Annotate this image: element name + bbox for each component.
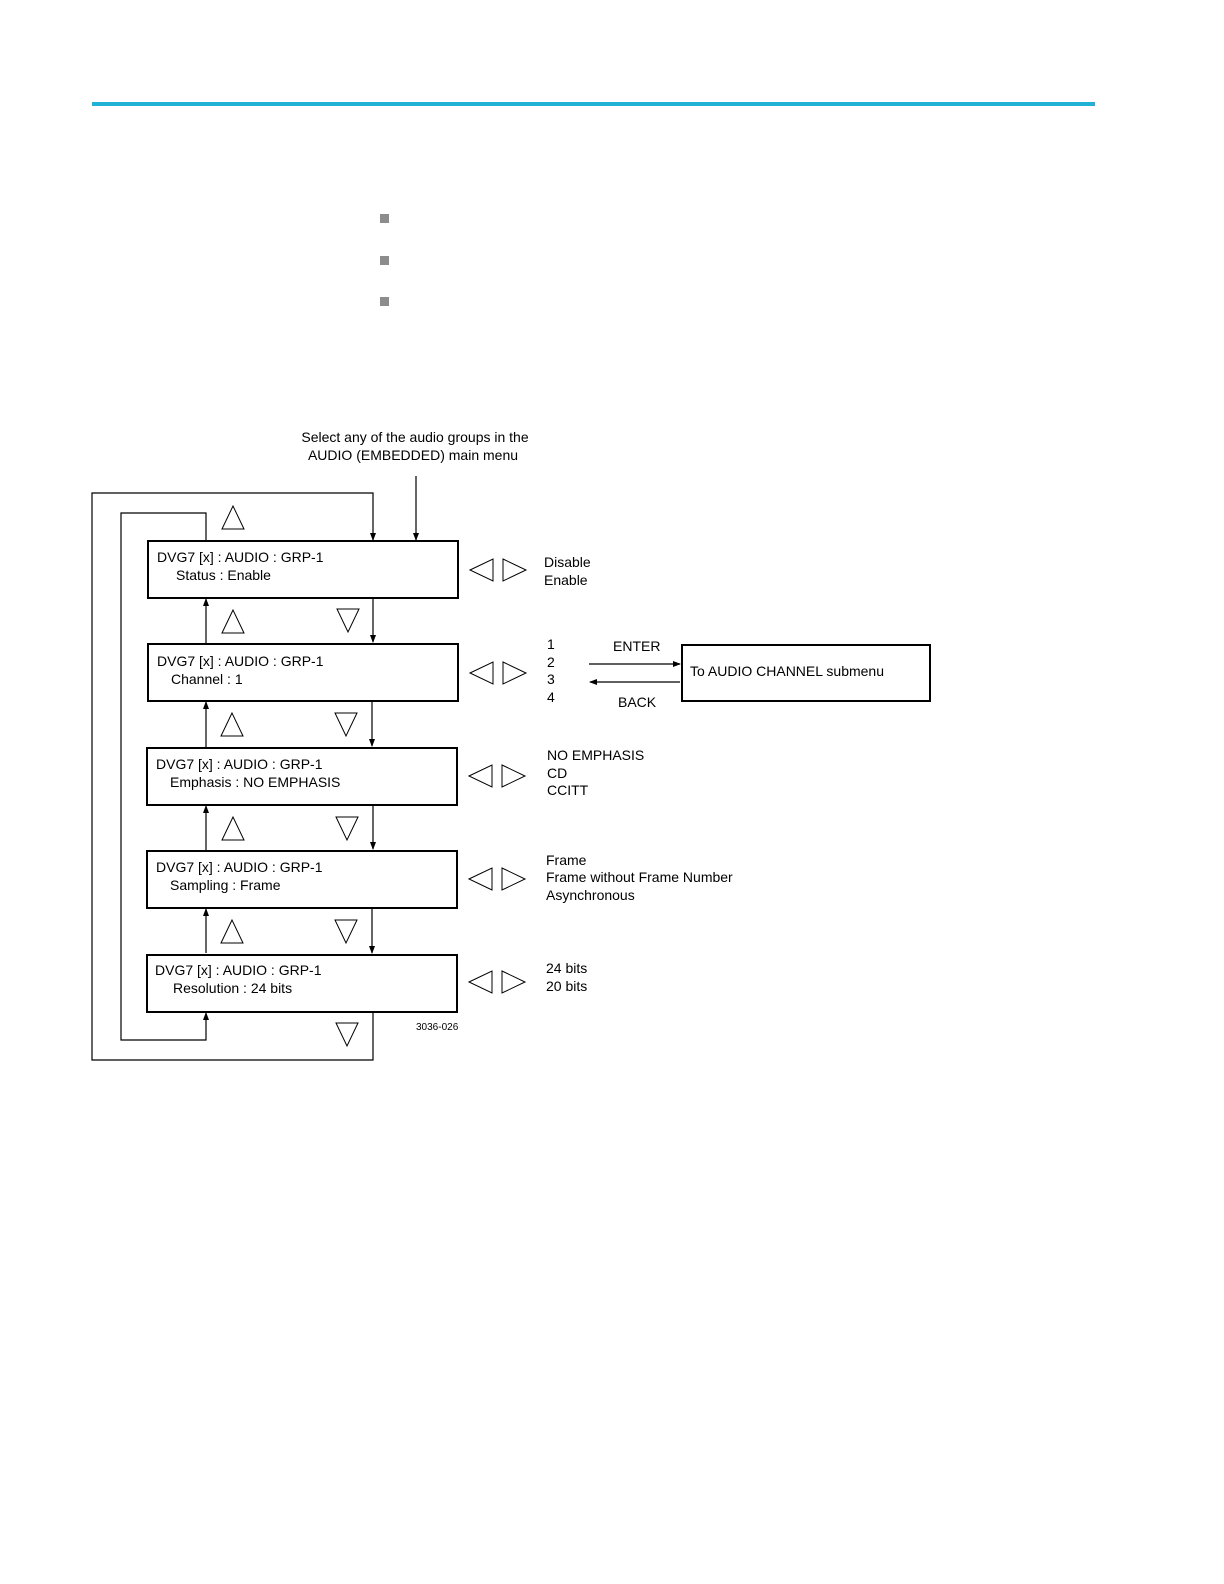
down-triangle-icon [336,608,360,634]
menu-box-emphasis: DVG7 [x] : AUDIO : GRP-1 Emphasis : NO E… [146,747,458,806]
right-triangle-icon [501,764,527,788]
right-triangle-icon [502,661,528,685]
option-label: 24 bits [546,960,587,976]
menu-box-sampling: DVG7 [x] : AUDIO : GRP-1 Sampling : Fram… [146,850,458,909]
option-label: CCITT [547,782,589,798]
up-triangle-icon [220,711,244,737]
left-triangle-icon [468,558,494,582]
option-label: Frame [546,852,587,868]
loop-line-outer [91,492,376,1061]
left-triangle-icon [468,661,494,685]
submenu-box: To AUDIO CHANNEL submenu [681,644,931,702]
right-triangle-icon [501,867,527,891]
option-label: Frame without Frame Number [546,869,733,885]
menu-setting: Channel : 1 [171,671,243,687]
right-triangle-icon [501,970,527,994]
up-triangle-icon [221,504,245,530]
menu-setting: Emphasis : NO EMPHASIS [170,774,340,790]
option-label: 1 [547,636,555,652]
down-triangle-icon [334,919,358,945]
bullet-icon [380,214,389,223]
down-triangle-icon [334,712,358,738]
left-triangle-icon [467,970,493,994]
right-triangle-icon [502,558,528,582]
left-triangle-icon [467,867,493,891]
up-triangle-icon [221,815,245,841]
entry-note-line-2: AUDIO (EMBEDDED) main menu [308,447,518,463]
menu-box-channel: DVG7 [x] : AUDIO : GRP-1 Channel : 1 [147,643,459,702]
menu-setting: Status : Enable [176,567,271,583]
down-triangle-icon [335,816,359,842]
entry-note-line-1: Select any of the audio groups in the [301,429,528,445]
bullet-icon [380,256,389,265]
option-label: Enable [544,572,588,588]
option-label: Disable [544,554,591,570]
bullet-icon [380,297,389,306]
option-label: 3 [547,671,555,687]
header-rule [92,102,1095,106]
back-label: BACK [618,694,657,710]
up-triangle-icon [221,608,245,634]
enter-label: ENTER [613,638,660,654]
down-triangle-icon [335,1022,359,1048]
option-label: 2 [547,654,555,670]
menu-box-status: DVG7 [x] : AUDIO : GRP-1 Status : Enable [147,540,459,599]
option-label: 20 bits [546,978,587,994]
menu-title: DVG7 [x] : AUDIO : GRP-1 [156,756,323,772]
menu-title: DVG7 [x] : AUDIO : GRP-1 [157,653,324,669]
menu-title: DVG7 [x] : AUDIO : GRP-1 [157,549,324,565]
left-triangle-icon [467,764,493,788]
loop-line-inner [120,512,209,1041]
menu-setting: Sampling : Frame [170,877,281,893]
figure-id: 3036-026 [416,1022,459,1033]
menu-setting: Resolution : 24 bits [173,980,292,996]
submenu-label: To AUDIO CHANNEL submenu [690,663,884,679]
up-triangle-icon [220,918,244,944]
menu-title: DVG7 [x] : AUDIO : GRP-1 [155,962,322,978]
menu-box-resolution: DVG7 [x] : AUDIO : GRP-1 Resolution : 24… [146,954,458,1013]
option-label: NO EMPHASIS [547,747,644,763]
option-label: 4 [547,689,555,705]
option-label: Asynchronous [546,887,635,903]
option-label: CD [547,765,567,781]
menu-title: DVG7 [x] : AUDIO : GRP-1 [156,859,323,875]
